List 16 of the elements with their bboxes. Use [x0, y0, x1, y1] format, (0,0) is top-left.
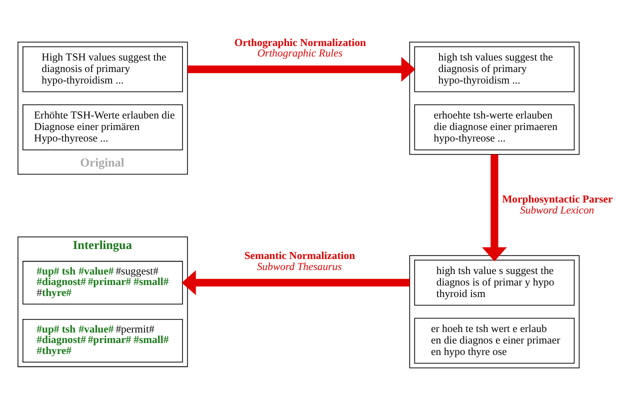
node-box: high tsh value s suggest the diagnos is of primar y hypo thyroid ism — [414, 260, 575, 306]
arrow — [482, 154, 507, 262]
edge-label: Morphosyntactic Parser Subword Lexicon — [502, 194, 613, 216]
node-box: #up# tsh #value# #suggest# #diagnost# #primar# #small# #thyre# — [22, 260, 183, 304]
node-box: high tsh values suggest the diagnosis of primary hypo-thyroidism ... — [414, 46, 575, 92]
node-box: #up# tsh #value# #permit# #diagnost# #primar# #small# #thyre# — [22, 318, 183, 362]
cluster — [409, 255, 580, 368]
arrow — [182, 270, 410, 296]
edge-label: Semantic Normalization Subword Thesaurus — [244, 250, 356, 273]
edge-label: Orthographic Normalization Orthographic Rules — [234, 36, 366, 60]
arrow — [187, 56, 416, 82]
node-box: erhoehte tsh-werte erlauben die diagnose einer primaeren hypo-thyreose ... — [414, 104, 575, 150]
node-box: er hoeh te tsh wert e erlaub en die diagnos e einer primaer en hypo thyre ose — [414, 318, 575, 364]
node-box: Erhöhte TSH-Werte erlauben die Diagnose einer primären Hypo-thyreose ... — [22, 104, 183, 150]
node-box: High TSH values suggest the diagnosis of primary hypo-thyroidism ... — [22, 46, 183, 92]
cluster — [409, 42, 580, 155]
